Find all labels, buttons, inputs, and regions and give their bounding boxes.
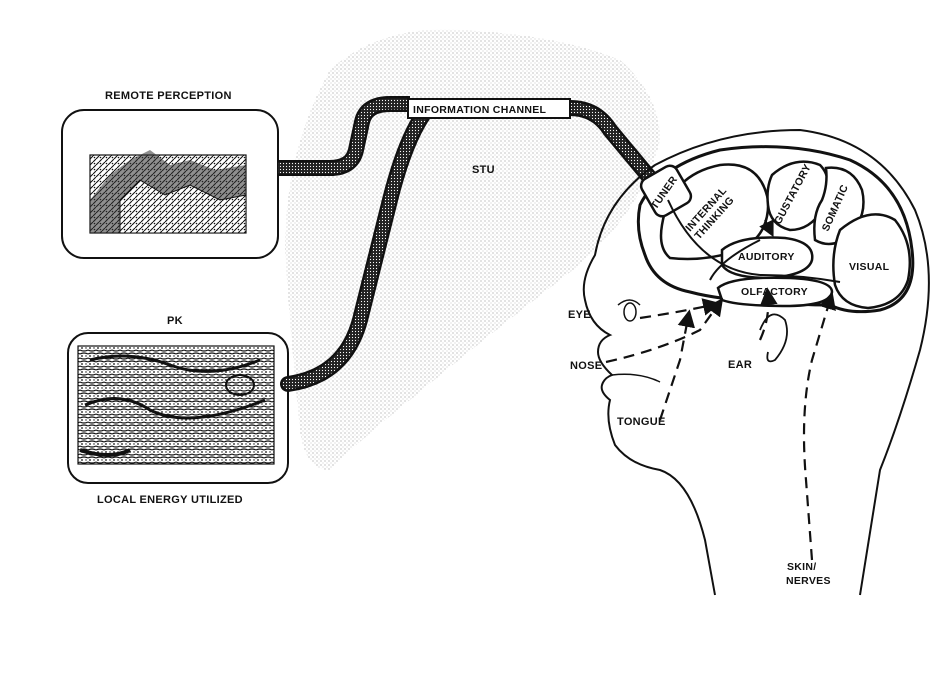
eye-label: EYE (568, 309, 591, 321)
pk-label: PK (167, 315, 183, 327)
skin-nerves-label-1: SKIN/ (787, 561, 817, 573)
eye-icon (617, 299, 641, 322)
auditory-label: AUDITORY (738, 251, 795, 263)
remote-perception-image (89, 150, 247, 234)
sensory-pathways (605, 287, 836, 561)
skin-nerves-label-2: NERVES (786, 575, 831, 587)
stu-field (285, 29, 660, 470)
visual-region (832, 213, 912, 310)
information-channel-label: INFORMATION CHANNEL (413, 104, 547, 116)
ear-label: EAR (728, 359, 752, 371)
local-energy-label: LOCAL ENERGY UTILIZED (97, 494, 243, 506)
internal-connections (667, 199, 841, 283)
gustatory-region (766, 160, 830, 232)
stu-label: STU (472, 164, 495, 176)
brain-outline (636, 145, 915, 314)
nose-label: NOSE (570, 360, 602, 372)
pk-image (77, 345, 275, 465)
olfactory-label: OLFACTORY (741, 286, 808, 298)
information-channel-box (407, 98, 571, 119)
ear-icon (759, 313, 788, 363)
tuner-region (639, 164, 693, 218)
remote-perception-label: REMOTE PERCEPTION (105, 90, 232, 102)
tongue-label: TONGUE (617, 416, 666, 428)
chin-line (611, 373, 661, 383)
visual-label: VISUAL (849, 261, 890, 273)
